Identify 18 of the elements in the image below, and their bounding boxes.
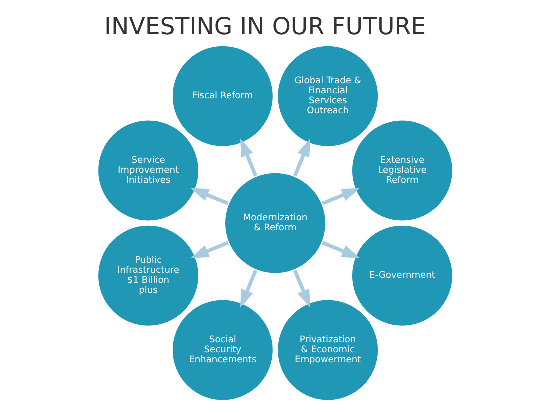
node-circle: Fiscal Reform [170,44,274,148]
arrow [240,270,258,308]
arrow [190,241,228,258]
node-circle: Public Infrastructure $1 Billion plus [96,224,200,328]
node-circle: E-Government [350,224,454,328]
arrow [292,138,310,177]
arrow [292,270,310,308]
node-circle: Privatization & Economic Empowerment [276,298,380,402]
arrow [322,188,360,206]
arrow [322,241,360,258]
node-circle: Extensive Legislative Reform [350,118,454,223]
node-circle: Social Security Enhancements [170,298,274,402]
node-circle: Service Improvement Initiatives [96,118,200,223]
arrow [190,188,228,206]
node-circle: Global Trade & Financial Services Outreach [276,44,380,148]
node-circle: Modernization & Reform [223,172,327,276]
arrow [240,138,258,177]
diagram-title: INVESTING IN OUR FUTURE [104,12,426,40]
